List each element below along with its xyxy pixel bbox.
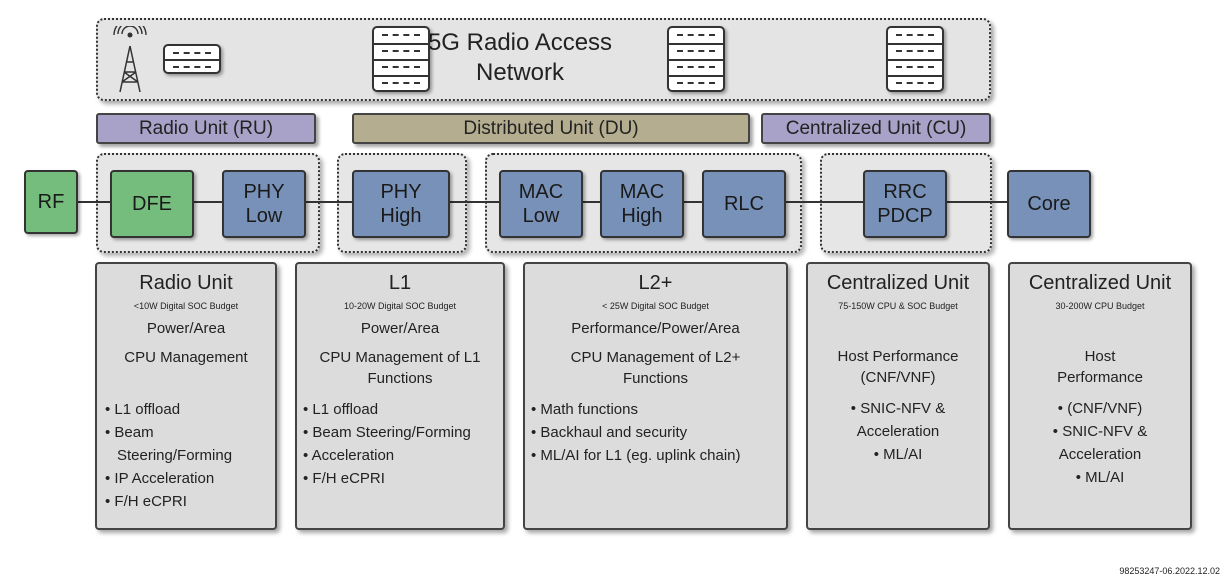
panel-bullet: • Beam	[105, 424, 154, 441]
link-maclow-machigh	[583, 201, 601, 203]
phy-high-label-2: High	[380, 205, 422, 227]
document-id: 98253247-06.2022.12.02	[1119, 566, 1220, 576]
panel-cu-1: Centralized Unit 75-150W CPU & SOC Budge…	[806, 262, 990, 530]
dfe-block: DFE	[110, 170, 194, 238]
link-rlc-rrc	[786, 201, 864, 203]
panel-line: Functions	[367, 370, 433, 387]
panel-bullet: • ML/AI	[1075, 469, 1125, 486]
panel-line: CPU Management of L1	[319, 349, 481, 366]
server-icon	[886, 26, 944, 92]
panel-line: Power/Area	[146, 320, 226, 337]
phy-high-block: PHY High	[352, 170, 450, 238]
panel-bullet: • F/H eCPRI	[105, 493, 187, 510]
pdcp-label: PDCP	[877, 205, 933, 227]
rf-label: RF	[37, 191, 65, 213]
panel-title: Centralized Unit	[1028, 272, 1172, 294]
panel-line: Power/Area	[360, 320, 440, 337]
phy-low-label-2: Low	[245, 205, 283, 227]
centralized-unit-bar: Centralized Unit (CU)	[761, 113, 991, 144]
panel-title: L2+	[638, 272, 673, 294]
rlc-label: RLC	[723, 193, 764, 215]
core-block: Core	[1007, 170, 1091, 238]
panel-line: Performance/Power/Area	[571, 320, 740, 337]
mac-low-block: MAC Low	[499, 170, 583, 238]
ran-title: 5G Radio Access Network	[427, 29, 613, 86]
panel-bullet: • F/H eCPRI	[303, 470, 385, 487]
panel-bullet: • Beam Steering/Forming	[303, 424, 471, 441]
panel-l2: L2+ < 25W Digital SOC Budget Performance…	[523, 262, 788, 530]
panel-line: (CNF/VNF)	[860, 369, 936, 386]
panel-radio-unit: Radio Unit <10W Digital SOC Budget Power…	[95, 262, 277, 530]
mac-low-label-2: Low	[522, 205, 560, 227]
panel-cu-2: Centralized Unit 30-200W CPU Budget Host…	[1008, 262, 1192, 530]
rlc-block: RLC	[702, 170, 786, 238]
rrc-pdcp-block: RRC PDCP	[863, 170, 947, 238]
dfe-label: DFE	[132, 193, 172, 215]
panel-bullet: • (CNF/VNF)	[1057, 400, 1143, 417]
panel-line: CPU Management of L2+	[570, 349, 741, 366]
rf-block: RF	[24, 170, 78, 234]
link-phyhigh-maclow	[450, 201, 500, 203]
link-rrc-core	[946, 201, 1008, 203]
rrc-label: RRC	[883, 181, 927, 203]
panel-budget: 75-150W CPU & SOC Budget	[838, 301, 958, 311]
panel-bullet: • IP Acceleration	[105, 470, 215, 487]
panel-bullet-cont: Steering/Forming	[117, 447, 233, 464]
panel-line: Host Performance	[837, 348, 959, 365]
core-label: Core	[1027, 193, 1071, 215]
mac-high-block: MAC High	[600, 170, 684, 238]
panel-line: Functions	[622, 370, 689, 387]
panel-budget: <10W Digital SOC Budget	[133, 301, 239, 311]
panel-title: L1	[388, 272, 412, 294]
panel-budget: 30-200W CPU Budget	[1055, 301, 1145, 311]
panel-bullet: • ML/AI for L1 (eg. uplink chain)	[531, 447, 741, 464]
mac-high-label-1: MAC	[619, 181, 665, 203]
panel-l1: L1 10-20W Digital SOC Budget Power/Area …	[295, 262, 505, 530]
panel-line: Host	[1084, 348, 1116, 365]
mac-low-label-1: MAC	[518, 181, 564, 203]
panel-bullet: • Backhaul and security	[531, 424, 688, 441]
panel-bullet-cont: Acceleration	[856, 423, 940, 440]
panel-budget: 10-20W Digital SOC Budget	[343, 301, 457, 311]
panel-bullet: • ML/AI	[873, 446, 923, 463]
panel-bullet: • SNIC-NFV &	[1052, 423, 1148, 440]
panel-title: Centralized Unit	[826, 272, 970, 294]
panel-bullet: • L1 offload	[303, 401, 379, 418]
radio-tower-icon	[113, 26, 147, 93]
panel-bullet: • Acceleration	[303, 447, 395, 464]
panel-bullet: • SNIC-NFV &	[850, 400, 946, 417]
panel-bullet: • Math functions	[531, 401, 638, 418]
mac-high-label-2: High	[621, 205, 663, 227]
server-icon	[163, 44, 221, 74]
phy-low-label-1: PHY	[243, 181, 285, 203]
server-icon	[667, 26, 725, 92]
phy-high-label-1: PHY	[380, 181, 422, 203]
link-rf-dfe	[76, 201, 110, 203]
ran-banner	[96, 18, 991, 101]
panel-line: Performance	[1057, 369, 1143, 386]
link-machigh-rlc	[683, 201, 703, 203]
panel-bullet-cont: Acceleration	[1058, 446, 1142, 463]
panel-title: Radio Unit	[139, 272, 233, 294]
radio-unit-bar: Radio Unit (RU)	[96, 113, 316, 144]
panel-bullet: • L1 offload	[105, 401, 181, 418]
phy-low-block: PHY Low	[222, 170, 306, 238]
link-dfe-phylow	[193, 201, 223, 203]
panel-budget: < 25W Digital SOC Budget	[602, 301, 709, 311]
distributed-unit-bar: Distributed Unit (DU)	[352, 113, 750, 144]
panel-line: CPU Management	[124, 349, 248, 366]
server-icon	[372, 26, 430, 92]
link-phylow-phyhigh	[305, 201, 353, 203]
